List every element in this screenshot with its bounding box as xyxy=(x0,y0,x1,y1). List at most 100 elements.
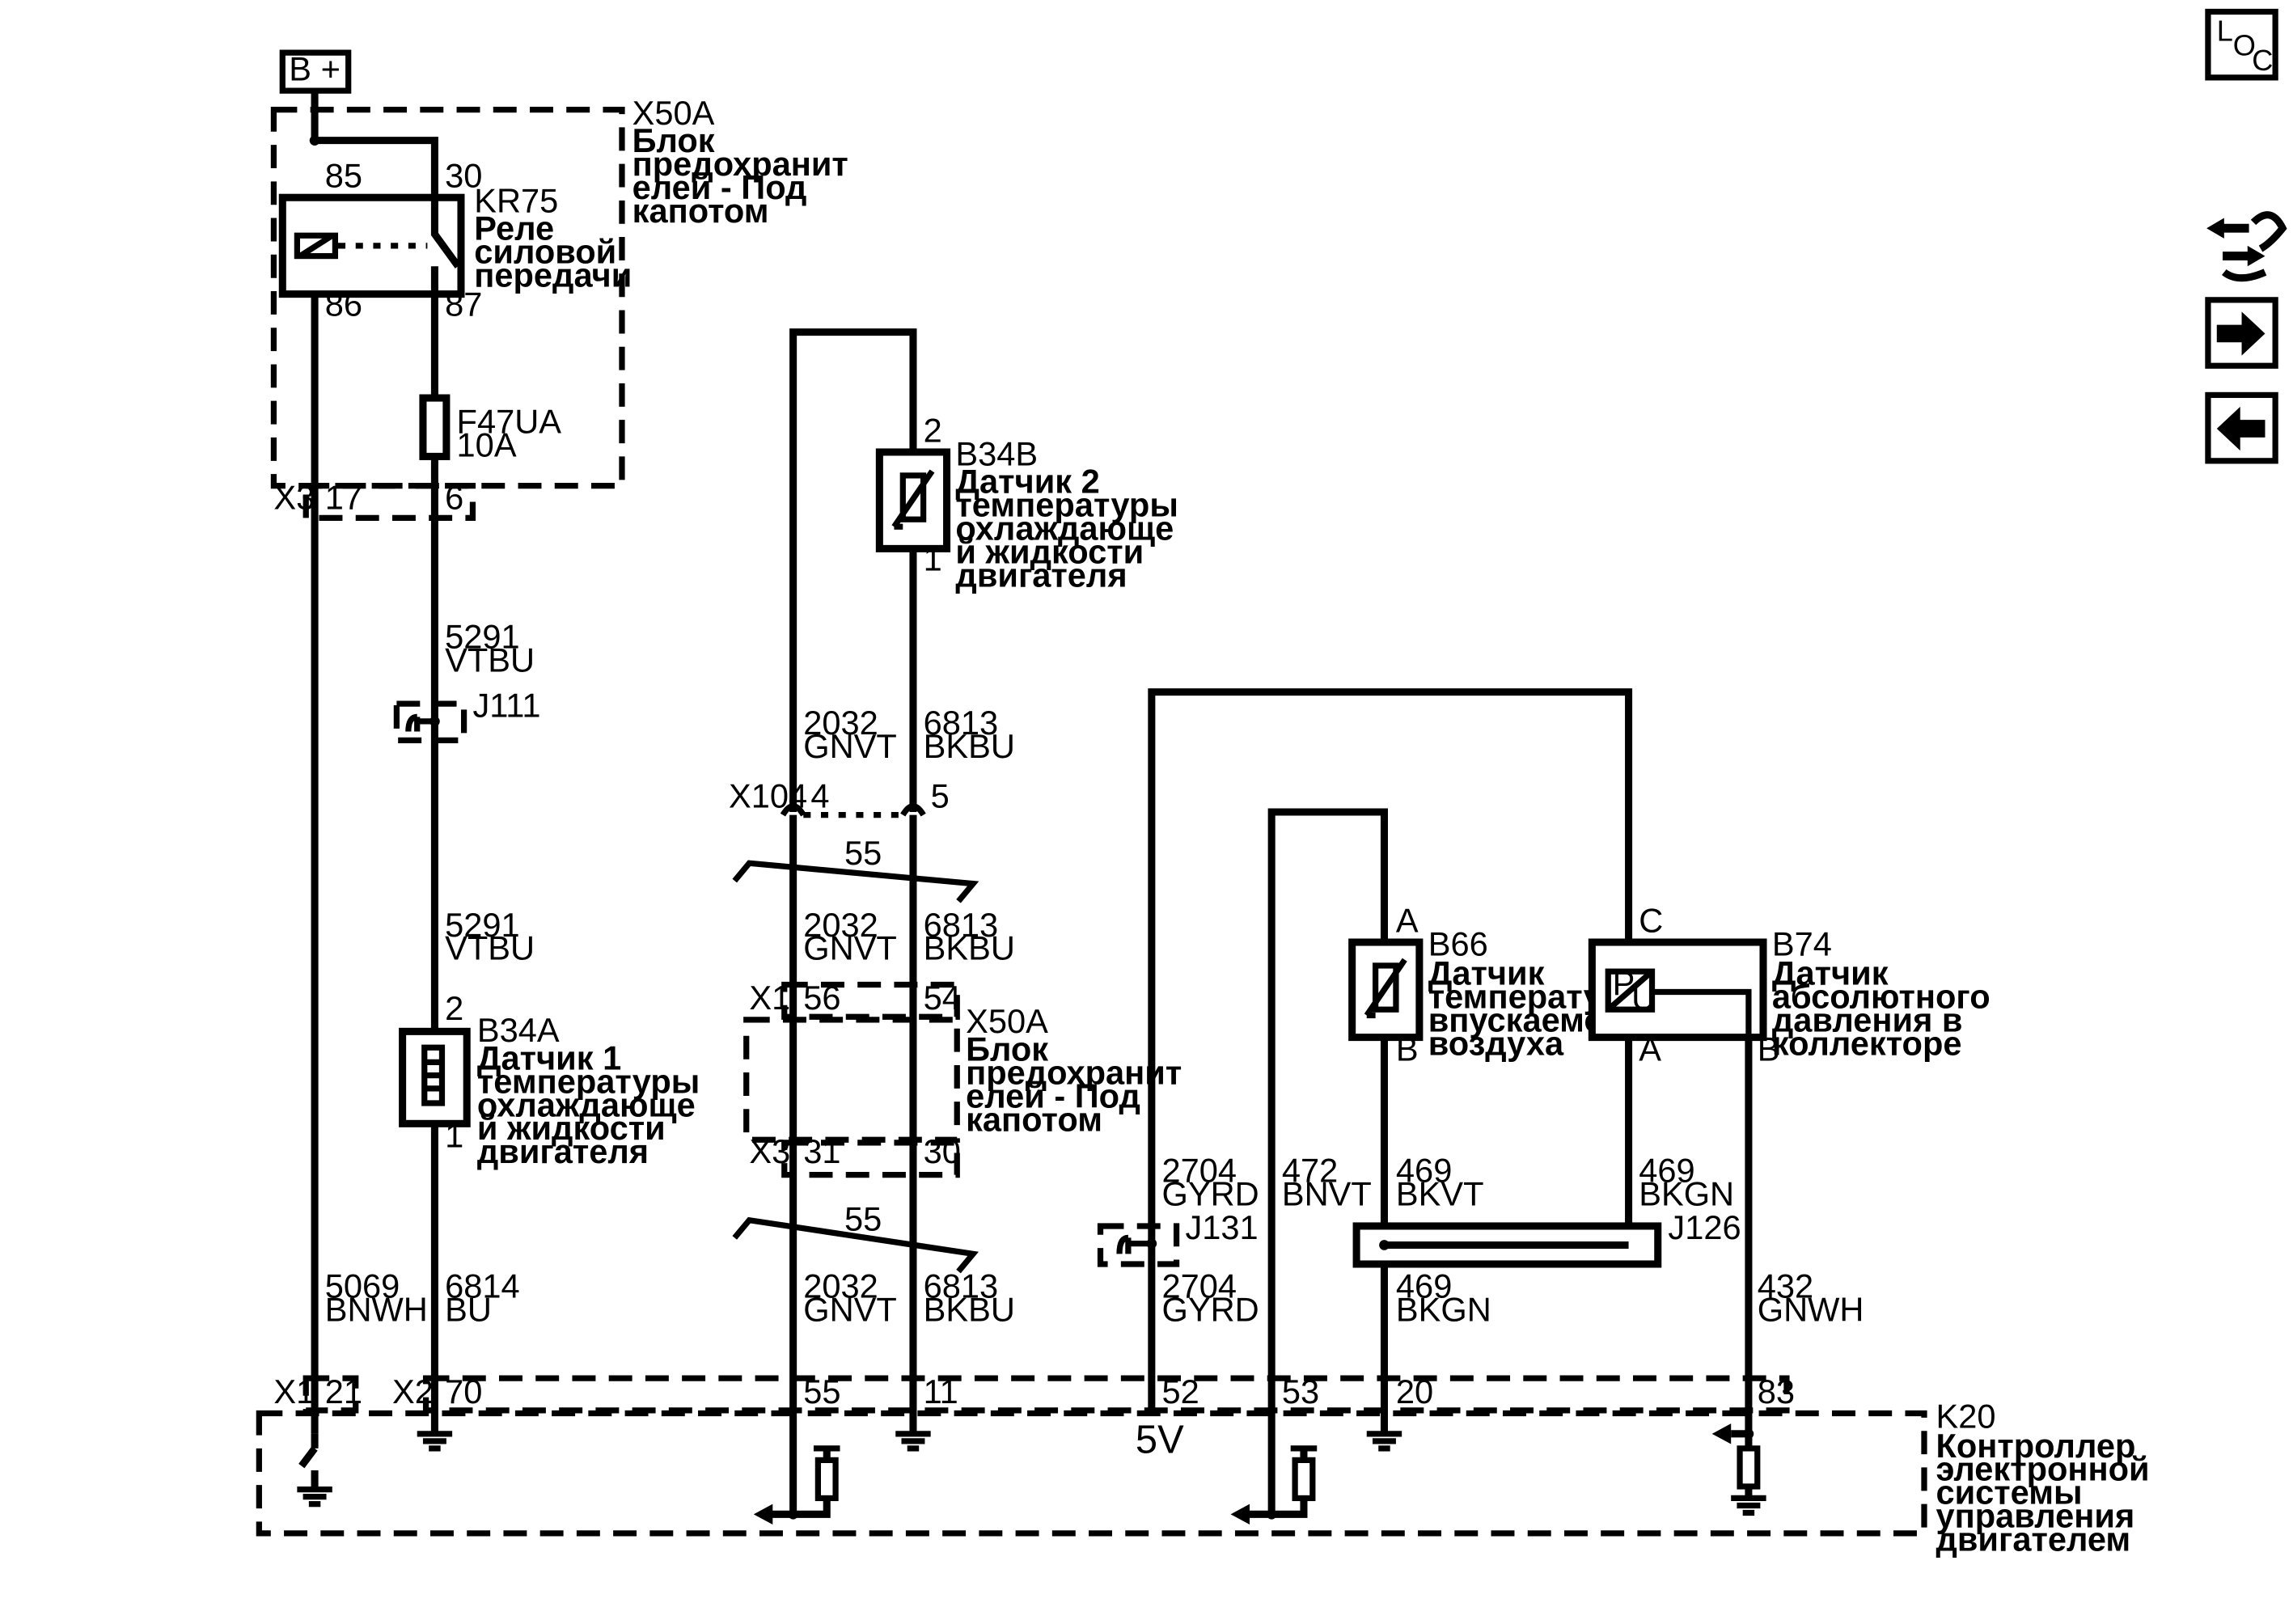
ecm-name-3: системы xyxy=(1936,1474,2082,1512)
fuse-block-mid-x1-ref: X1 xyxy=(749,979,790,1017)
sensor-b34a-name-1: Датчик 1 xyxy=(477,1038,621,1076)
arrow-left-icon xyxy=(2216,406,2266,451)
sensor-b34b: 2 1 B34B Датчик 2 температуры охлаждающе… xyxy=(875,411,1178,594)
splice-j111-ref: J111 xyxy=(472,686,540,724)
battery-supply-label: B + xyxy=(279,49,352,94)
sensor-b34b-name-4: й жидкости xyxy=(955,532,1144,570)
ecm-pulldown-83 xyxy=(1711,1423,1766,1516)
fuse-block-name-1: Блок xyxy=(632,121,715,159)
sensor-b34b-name-2: температуры xyxy=(955,486,1178,524)
fuse-ref: F47UA xyxy=(457,402,562,440)
wire-472 xyxy=(1267,808,1388,1515)
ecm-pin-53: 53 xyxy=(1282,1372,1319,1410)
ecm-pullup-55 xyxy=(753,1445,840,1525)
wire-2032-a-label: 2032 GNVT xyxy=(803,704,897,765)
ecm-pin-52: 52 xyxy=(1161,1372,1199,1410)
fuse-block-x50a-mid: X1 56 54 X3 31 30 X50A Блок предохранит … xyxy=(743,979,1182,1178)
ground-symbol-11 xyxy=(895,1431,931,1452)
relay-pin-85: 85 xyxy=(325,157,362,195)
wire-472-label: 472 BNVT xyxy=(1282,1152,1372,1213)
sensor-b66-name-4: воздуха xyxy=(1428,1024,1564,1062)
sensor-b74-name-1: Датчик xyxy=(1772,954,1889,992)
wire-2032-c-color: GNVT xyxy=(803,1291,897,1329)
wire-5069-color: BNWH xyxy=(325,1291,428,1329)
forward-button[interactable] xyxy=(2205,297,2278,369)
sensor-b34a-pin-1: 1 xyxy=(445,1116,463,1154)
wire-2704-bottom-circuit: 2704 xyxy=(1161,1267,1237,1305)
wire-6813-c-label: 6813 BKBU xyxy=(924,1267,1015,1329)
wire-5291-bottom-label: 5291 VTBU xyxy=(445,906,535,967)
relay-name-1: Реле xyxy=(474,209,554,247)
sensor-b34a: 2 1 B34A Датчик 1 температуры охлаждающе… xyxy=(399,989,700,1170)
ecm-ref: K20 xyxy=(1936,1398,1995,1436)
wire-469-bkvt-color: BKVT xyxy=(1396,1175,1484,1213)
sensor-b66-name-1: Датчик xyxy=(1428,954,1545,992)
wire-469-bkgn-bottom-color: BKGN xyxy=(1396,1291,1491,1329)
sensor-b66-pin-a: A xyxy=(1396,901,1419,939)
harness-break-1: 55 xyxy=(732,834,979,903)
splice-j131-ref: J131 xyxy=(1185,1208,1258,1246)
ecm-switch-ground xyxy=(297,1433,332,1508)
wire-2032-c-circuit: 2032 xyxy=(803,1267,878,1305)
wire-5069-label: 5069 BNWH xyxy=(325,1267,428,1329)
wire-6813-a-label: 6813 BKBU xyxy=(924,704,1015,765)
back-button[interactable] xyxy=(2205,391,2278,464)
wire-5069-circuit: 5069 xyxy=(325,1267,400,1305)
sensor-b66-pin-b: B xyxy=(1396,1030,1419,1068)
wire-432-label: 432 GNWH xyxy=(1758,1267,1864,1329)
wire-5291-top-circuit: 5291 xyxy=(445,617,520,655)
wire-5291-bottom-color: VTBU xyxy=(445,929,535,967)
sensor-b34b-pin-2: 2 xyxy=(924,411,942,449)
connector-x104-ref: X104 xyxy=(729,777,807,815)
route-arrows-icon[interactable] xyxy=(2206,211,2287,282)
fuse-block-mid-name-3: елей - Под xyxy=(966,1076,1140,1114)
loc-button[interactable]: L O C xyxy=(2205,8,2278,81)
ecm-pin-55: 55 xyxy=(803,1372,840,1410)
wire-5291-top-label: 5291 VTBU xyxy=(445,617,535,679)
wire-2704-top-circuit: 2704 xyxy=(1161,1152,1237,1190)
connector-x104-pin-5: 5 xyxy=(931,777,950,815)
wire-2704-bottom-label: 2704 GYRD xyxy=(1161,1267,1259,1329)
wire-469-bkgn-bottom-label: 469 BKGN xyxy=(1396,1267,1491,1329)
sensor-b34b-name-1: Датчик 2 xyxy=(955,463,1099,501)
sensor-b34b-loop xyxy=(789,328,917,812)
wire-6813-a-color: BKBU xyxy=(924,727,1015,765)
splice-j131: J131 xyxy=(1097,1208,1259,1267)
sensor-b74-symbol-p: P xyxy=(1613,964,1635,1002)
wire-432-circuit: 432 xyxy=(1758,1267,1813,1305)
wire-2032-b-label: 2032 GNVT xyxy=(803,906,897,967)
wire-2032-c-label: 2032 GNVT xyxy=(803,1267,897,1329)
fuse-block-mid-name-4: капотом xyxy=(966,1100,1102,1138)
connector-x3-top: X3 17 6 xyxy=(273,479,476,522)
wire-6813-b-circuit: 6813 xyxy=(924,906,999,944)
wire-5291-top-color: VTBU xyxy=(445,641,535,679)
ecm-supply-label: 5V xyxy=(1136,1418,1184,1461)
fuse-block-mid-x3-pin-31: 31 xyxy=(803,1132,840,1170)
ecm-k20: X1 X2 21 70 55 11 52 53 20 83 5V K20 Кон… xyxy=(256,1372,2150,1558)
wire-2704-top-label: 2704 GYRD xyxy=(1161,1152,1259,1213)
wire-469-bkvt-label: 469 BKVT xyxy=(1396,1152,1484,1213)
sensor-b34a-name-4: й жидкости xyxy=(477,1109,666,1147)
wire-432-color: GNWH xyxy=(1758,1291,1864,1329)
wire-472-color: BNVT xyxy=(1282,1175,1372,1213)
wire-469-bkvt-circuit: 469 xyxy=(1396,1152,1452,1190)
wire-2704-top-color: GYRD xyxy=(1161,1175,1259,1213)
wire-2704-bottom-color: GYRD xyxy=(1161,1291,1259,1329)
ecm-x2-ref: X2 xyxy=(392,1372,434,1410)
fuse-block-mid-x1-pin-56: 56 xyxy=(803,979,840,1017)
ecm-name-5: двигателем xyxy=(1936,1520,2130,1558)
harness-break-1-label: 55 xyxy=(844,834,882,872)
relay-pin-86: 86 xyxy=(325,285,362,324)
sensor-b66-ref: B66 xyxy=(1428,924,1488,962)
battery-supply-text: B + xyxy=(289,49,341,87)
relay-ref: KR75 xyxy=(474,181,558,219)
fuse-block-ref: X50A xyxy=(632,94,715,132)
wire-6814-circuit: 6814 xyxy=(445,1267,520,1305)
ecm-pin-70: 70 xyxy=(445,1372,482,1410)
wire-472-circuit: 472 xyxy=(1282,1152,1338,1190)
ecm-pin-21: 21 xyxy=(325,1372,362,1410)
connector-x104-pin-4: 4 xyxy=(810,777,829,815)
ground-symbol-20 xyxy=(1366,1431,1402,1452)
sensor-b34b-name-5: двигателя xyxy=(955,556,1127,594)
